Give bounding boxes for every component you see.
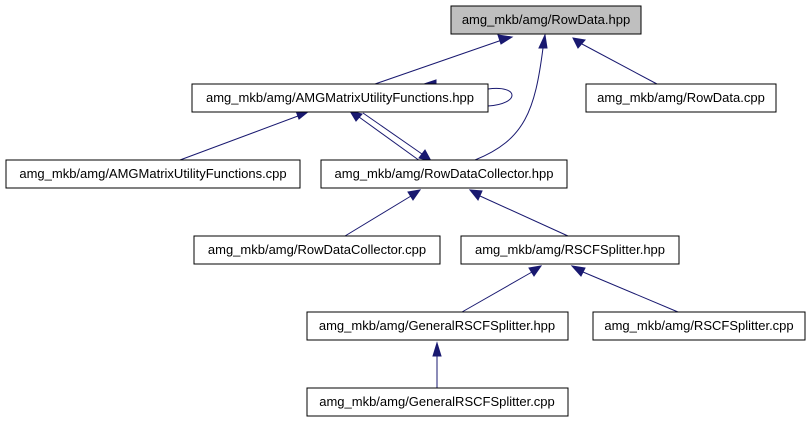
- edge-amgmuf-cpp-to-amgmuf-hpp: [179, 110, 311, 161]
- node-generalrscfsplitter-cpp[interactable]: amg_mkb/amg/GeneralRSCFSplitter.cpp: [306, 387, 569, 417]
- edge-grscf-hpp-to-rscf-hpp: [461, 265, 543, 313]
- node-amgmatrixutilityfunctions-hpp[interactable]: amg_mkb/amg/AMGMatrixUtilityFunctions.hp…: [191, 83, 489, 113]
- node-label: amg_mkb/amg/AMGMatrixUtilityFunctions.cp…: [19, 166, 286, 181]
- edge-rowdata-cpp-to-rowdata-hpp: [572, 37, 658, 85]
- edge-rdc-hpp-to-amgmuf-hpp: [348, 110, 421, 162]
- node-label: amg_mkb/amg/RowData.hpp: [462, 12, 630, 27]
- node-rowdatacollector-cpp[interactable]: amg_mkb/amg/RowDataCollector.cpp: [193, 235, 441, 265]
- node-rscfsplitter-hpp[interactable]: amg_mkb/amg/RSCFSplitter.hpp: [460, 235, 680, 265]
- node-label: amg_mkb/amg/AMGMatrixUtilityFunctions.hp…: [206, 90, 474, 105]
- edge-amgmuf-hpp-to-rowdata-hpp: [374, 34, 514, 85]
- node-label: amg_mkb/amg/RSCFSplitter.hpp: [475, 242, 665, 257]
- node-label: amg_mkb/amg/RowData.cpp: [597, 90, 765, 105]
- node-label: amg_mkb/amg/RowDataCollector.hpp: [335, 166, 554, 181]
- node-rscfsplitter-cpp[interactable]: amg_mkb/amg/RSCFSplitter.cpp: [592, 311, 806, 341]
- node-generalrscfsplitter-hpp[interactable]: amg_mkb/amg/GeneralRSCFSplitter.hpp: [306, 311, 569, 341]
- node-rowdata-cpp[interactable]: amg_mkb/amg/RowData.cpp: [585, 83, 777, 113]
- edge-rdc-cpp-to-rdc-hpp: [344, 189, 422, 237]
- edge-rscf-hpp-to-rdc-hpp: [468, 189, 569, 237]
- node-label: amg_mkb/amg/RSCFSplitter.cpp: [604, 318, 793, 333]
- node-rowdata-hpp[interactable]: amg_mkb/amg/RowData.hpp: [450, 5, 642, 35]
- edge-rdc-hpp-to-rowdata-hpp: [474, 33, 548, 161]
- node-label: amg_mkb/amg/RowDataCollector.cpp: [208, 242, 426, 257]
- node-rowdatacollector-hpp[interactable]: amg_mkb/amg/RowDataCollector.hpp: [320, 159, 568, 189]
- edge-amgmuf-hpp-to-rdc-hpp: [362, 112, 432, 162]
- node-amgmatrixutilityfunctions-cpp[interactable]: amg_mkb/amg/AMGMatrixUtilityFunctions.cp…: [5, 159, 301, 189]
- edge-grscf-cpp-to-grscf-hpp: [432, 341, 442, 388]
- node-label: amg_mkb/amg/GeneralRSCFSplitter.cpp: [319, 394, 555, 409]
- node-label: amg_mkb/amg/GeneralRSCFSplitter.hpp: [319, 318, 555, 333]
- edge-rscf-cpp-to-rscf-hpp: [570, 265, 679, 313]
